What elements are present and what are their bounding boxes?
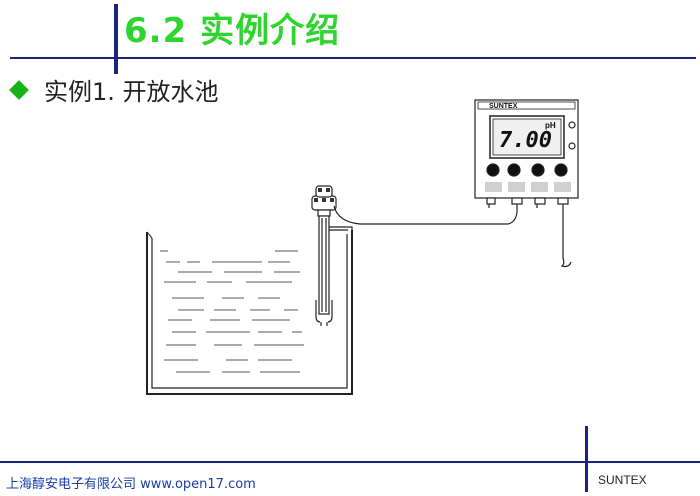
footer-divider <box>585 426 588 492</box>
page-title: 6.2 实例介绍 <box>124 11 341 51</box>
ph-sensor-probe <box>311 185 337 326</box>
footer-rule <box>0 461 700 463</box>
controller-unit <box>474 99 579 208</box>
footer-company: 上海醇安电子有限公司 www.open17.com <box>6 477 256 492</box>
controller-unit-label: pH <box>545 121 556 130</box>
header-divider <box>114 4 118 74</box>
sensor-cable <box>333 204 518 225</box>
header-rule <box>10 57 696 59</box>
footer-brand: SUNTEX <box>598 473 647 487</box>
section-subtitle: 实例1. 开放水池 <box>44 78 219 106</box>
water-tank <box>146 230 353 395</box>
controller-reading: 7.00 <box>499 128 552 153</box>
water-surface <box>160 250 304 373</box>
power-cable <box>560 204 572 268</box>
controller-brand: SUNTEX <box>489 103 518 110</box>
